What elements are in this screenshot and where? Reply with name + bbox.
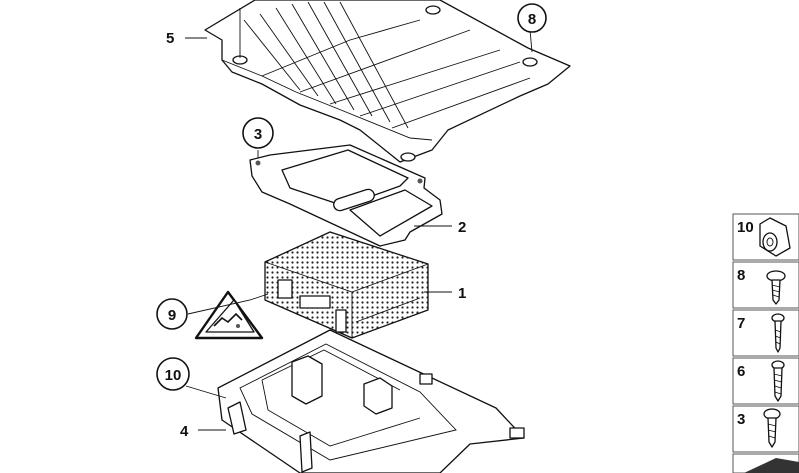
callout-2-label: 2 [458,219,466,236]
pin-screw-icon [771,313,785,353]
clip-nut-icon [759,217,791,257]
callout-2: 2 [458,219,466,236]
callout-1-label: 1 [458,285,466,302]
cover-plate-part [204,0,571,163]
legend-item-8: 8 [732,261,799,309]
callout-9-label: 9 [168,307,176,324]
callout-leaders [185,8,533,431]
parts-legend: 10 8 7 [732,213,799,473]
callout-5-label: 5 [166,30,174,47]
legend-item-10-label: 10 [737,219,754,236]
callout-5: 5 [166,30,174,47]
legend-item-6: 6 [732,357,799,405]
legend-item-7-label: 7 [737,315,745,332]
callout-9: 9 [156,298,188,330]
callout-3-label: 3 [254,126,262,143]
callout-1: 1 [458,285,466,302]
washer-screw-icon [763,408,781,448]
legend-item-6-label: 6 [737,363,745,380]
control-module-part [264,231,429,339]
callout-4-label: 4 [180,423,189,440]
callout-10-label: 10 [165,367,182,384]
legend-item-3-label: 3 [737,411,745,428]
callout-3: 3 [242,117,274,149]
legend-item-3: 3 [732,405,799,453]
warning-label-part [194,290,264,340]
housing-tray-part [217,329,525,473]
callout-8: 8 [517,3,547,33]
tapping-screw-icon [771,360,785,402]
callout-10: 10 [156,357,190,391]
bracket-icon [744,458,799,473]
legend-item-8-label: 8 [737,267,745,284]
legend-item-10: 10 [732,213,799,261]
legend-item-partial [732,453,799,473]
callout-4: 4 [180,423,189,440]
legend-item-7: 7 [732,309,799,357]
mounting-bracket-part [249,144,443,247]
callout-8-label: 8 [528,11,536,28]
pan-head-screw-icon [766,270,786,305]
